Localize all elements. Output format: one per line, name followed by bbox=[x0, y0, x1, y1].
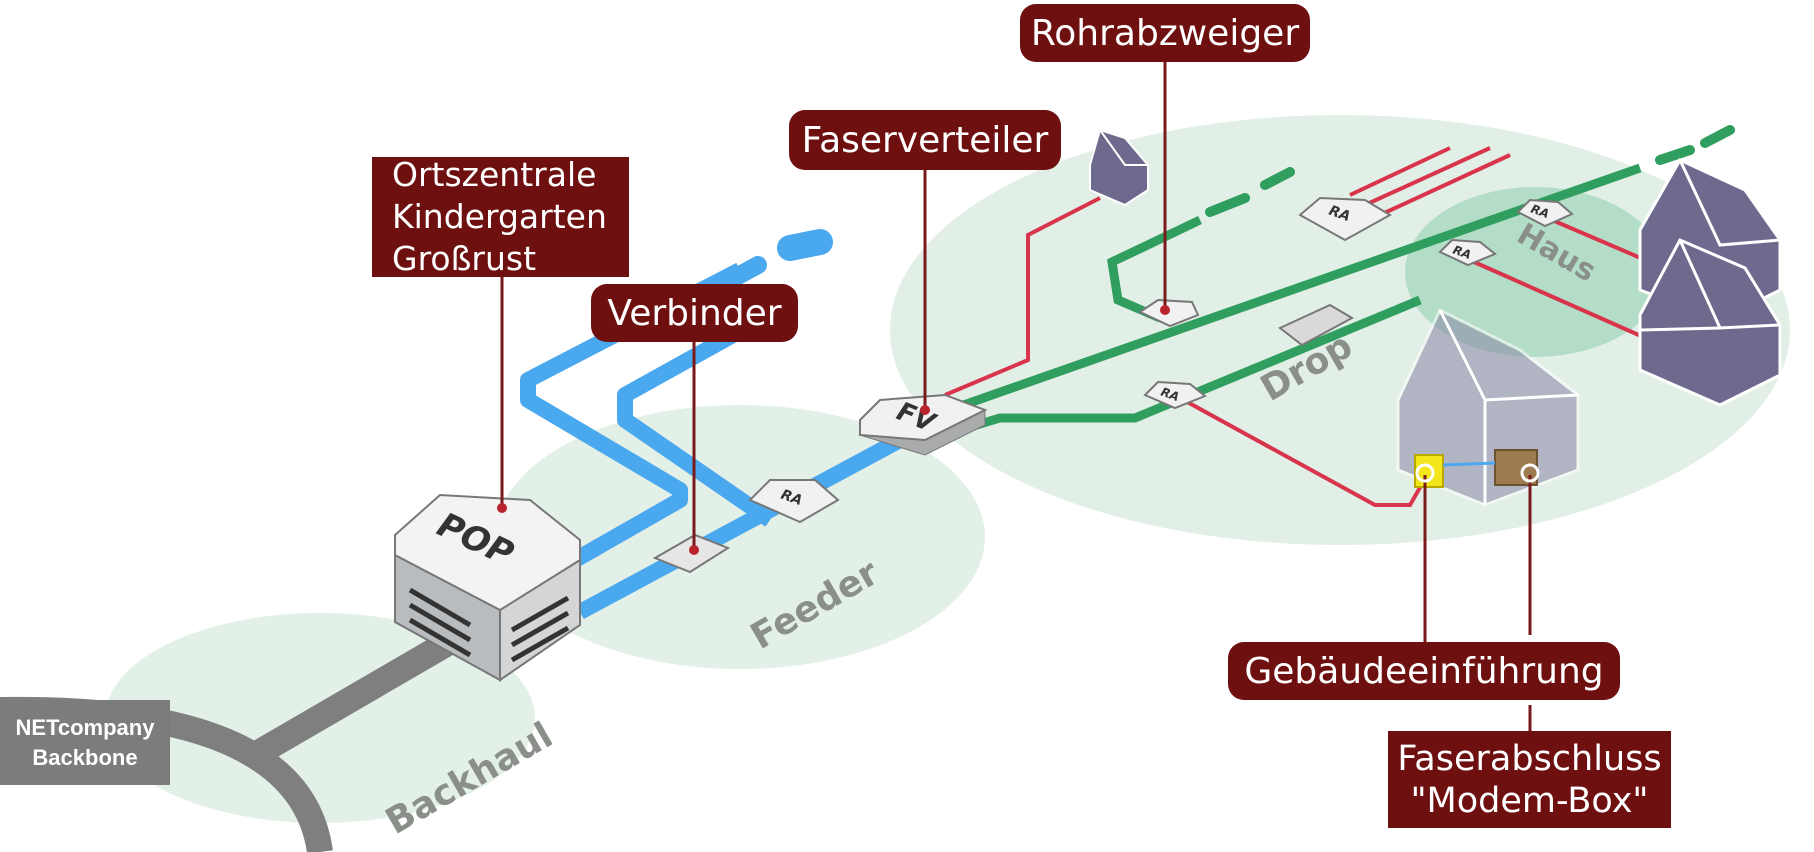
drop-fiber bbox=[944, 196, 1101, 397]
drop-splice-box bbox=[1278, 303, 1355, 347]
leader-endpoint bbox=[1415, 463, 1435, 483]
distribution-duct-branch bbox=[1107, 215, 1202, 323]
fv-node: FV bbox=[859, 393, 988, 456]
ra-label: RA bbox=[779, 487, 805, 509]
drop-fiber bbox=[1464, 215, 1651, 342]
drop-fiber bbox=[1349, 146, 1511, 217]
ra-node: RA bbox=[1143, 380, 1207, 410]
leader-lines bbox=[500, 60, 1532, 733]
house-transparent bbox=[1396, 307, 1580, 507]
pop-node: POP bbox=[394, 493, 581, 682]
feeder-duct-dash bbox=[716, 256, 767, 292]
backbone-label-line2: Backbone bbox=[32, 744, 138, 770]
ra-node: RA bbox=[1438, 238, 1497, 267]
callout-ortszentrale: Ortszentrale Kindergarten Großrust bbox=[372, 155, 629, 278]
gebaeudeeinfuehrung-box bbox=[1414, 454, 1444, 488]
callout-ortszentrale-line3: Großrust bbox=[392, 239, 537, 278]
ra-label: RA bbox=[1327, 203, 1353, 225]
callout-ortszentrale-line2: Kindergarten bbox=[392, 197, 607, 236]
feeder-duct-dash bbox=[777, 229, 833, 261]
callout-verbinder: Verbinder bbox=[591, 284, 798, 342]
backbone-label-line1: NETcompany bbox=[15, 714, 155, 740]
feeder-zone bbox=[495, 405, 985, 669]
ra-node: RA bbox=[1298, 196, 1392, 242]
backhaul-cable bbox=[248, 618, 477, 767]
ra-label: RA bbox=[1159, 385, 1181, 404]
feeder-duct-upper bbox=[520, 262, 744, 567]
callout-gebaeudeeinfuehrung: Gebäudeeinführung bbox=[1228, 642, 1620, 700]
callout-ortszentrale-line1: Ortszentrale bbox=[392, 155, 597, 194]
callout-rohrabzweiger: Rohrabzweiger bbox=[1020, 4, 1310, 62]
callout-verbinder-label: Verbinder bbox=[607, 292, 782, 334]
callout-faserabschluss-line1: Faserabschluss bbox=[1397, 738, 1662, 779]
house-large-front bbox=[1638, 238, 1782, 407]
callout-faserverteiler-label: Faserverteiler bbox=[801, 119, 1049, 161]
leader-endpoints bbox=[497, 305, 1170, 555]
distribution-duct-dash bbox=[1205, 125, 1735, 217]
ra-node: RA bbox=[1516, 198, 1574, 228]
ra-label: RA bbox=[1451, 243, 1473, 262]
leader-endpoint bbox=[1520, 463, 1540, 483]
callout-faserverteiler: Faserverteiler bbox=[789, 110, 1061, 170]
house-small bbox=[1089, 128, 1149, 207]
callout-faserabschluss-line2: "Modem-Box" bbox=[1410, 780, 1649, 821]
callout-gebaeudeeinfuehrung-label: Gebäudeeinführung bbox=[1244, 650, 1604, 692]
backbone-label: NETcompany Backbone bbox=[0, 700, 170, 785]
ra-label: RA bbox=[1529, 202, 1551, 221]
ra-node: RA bbox=[748, 479, 840, 524]
callout-faserabschluss: Faserabschluss "Modem-Box" bbox=[1388, 731, 1671, 828]
callout-rohrabzweiger-label: Rohrabzweiger bbox=[1030, 12, 1300, 54]
